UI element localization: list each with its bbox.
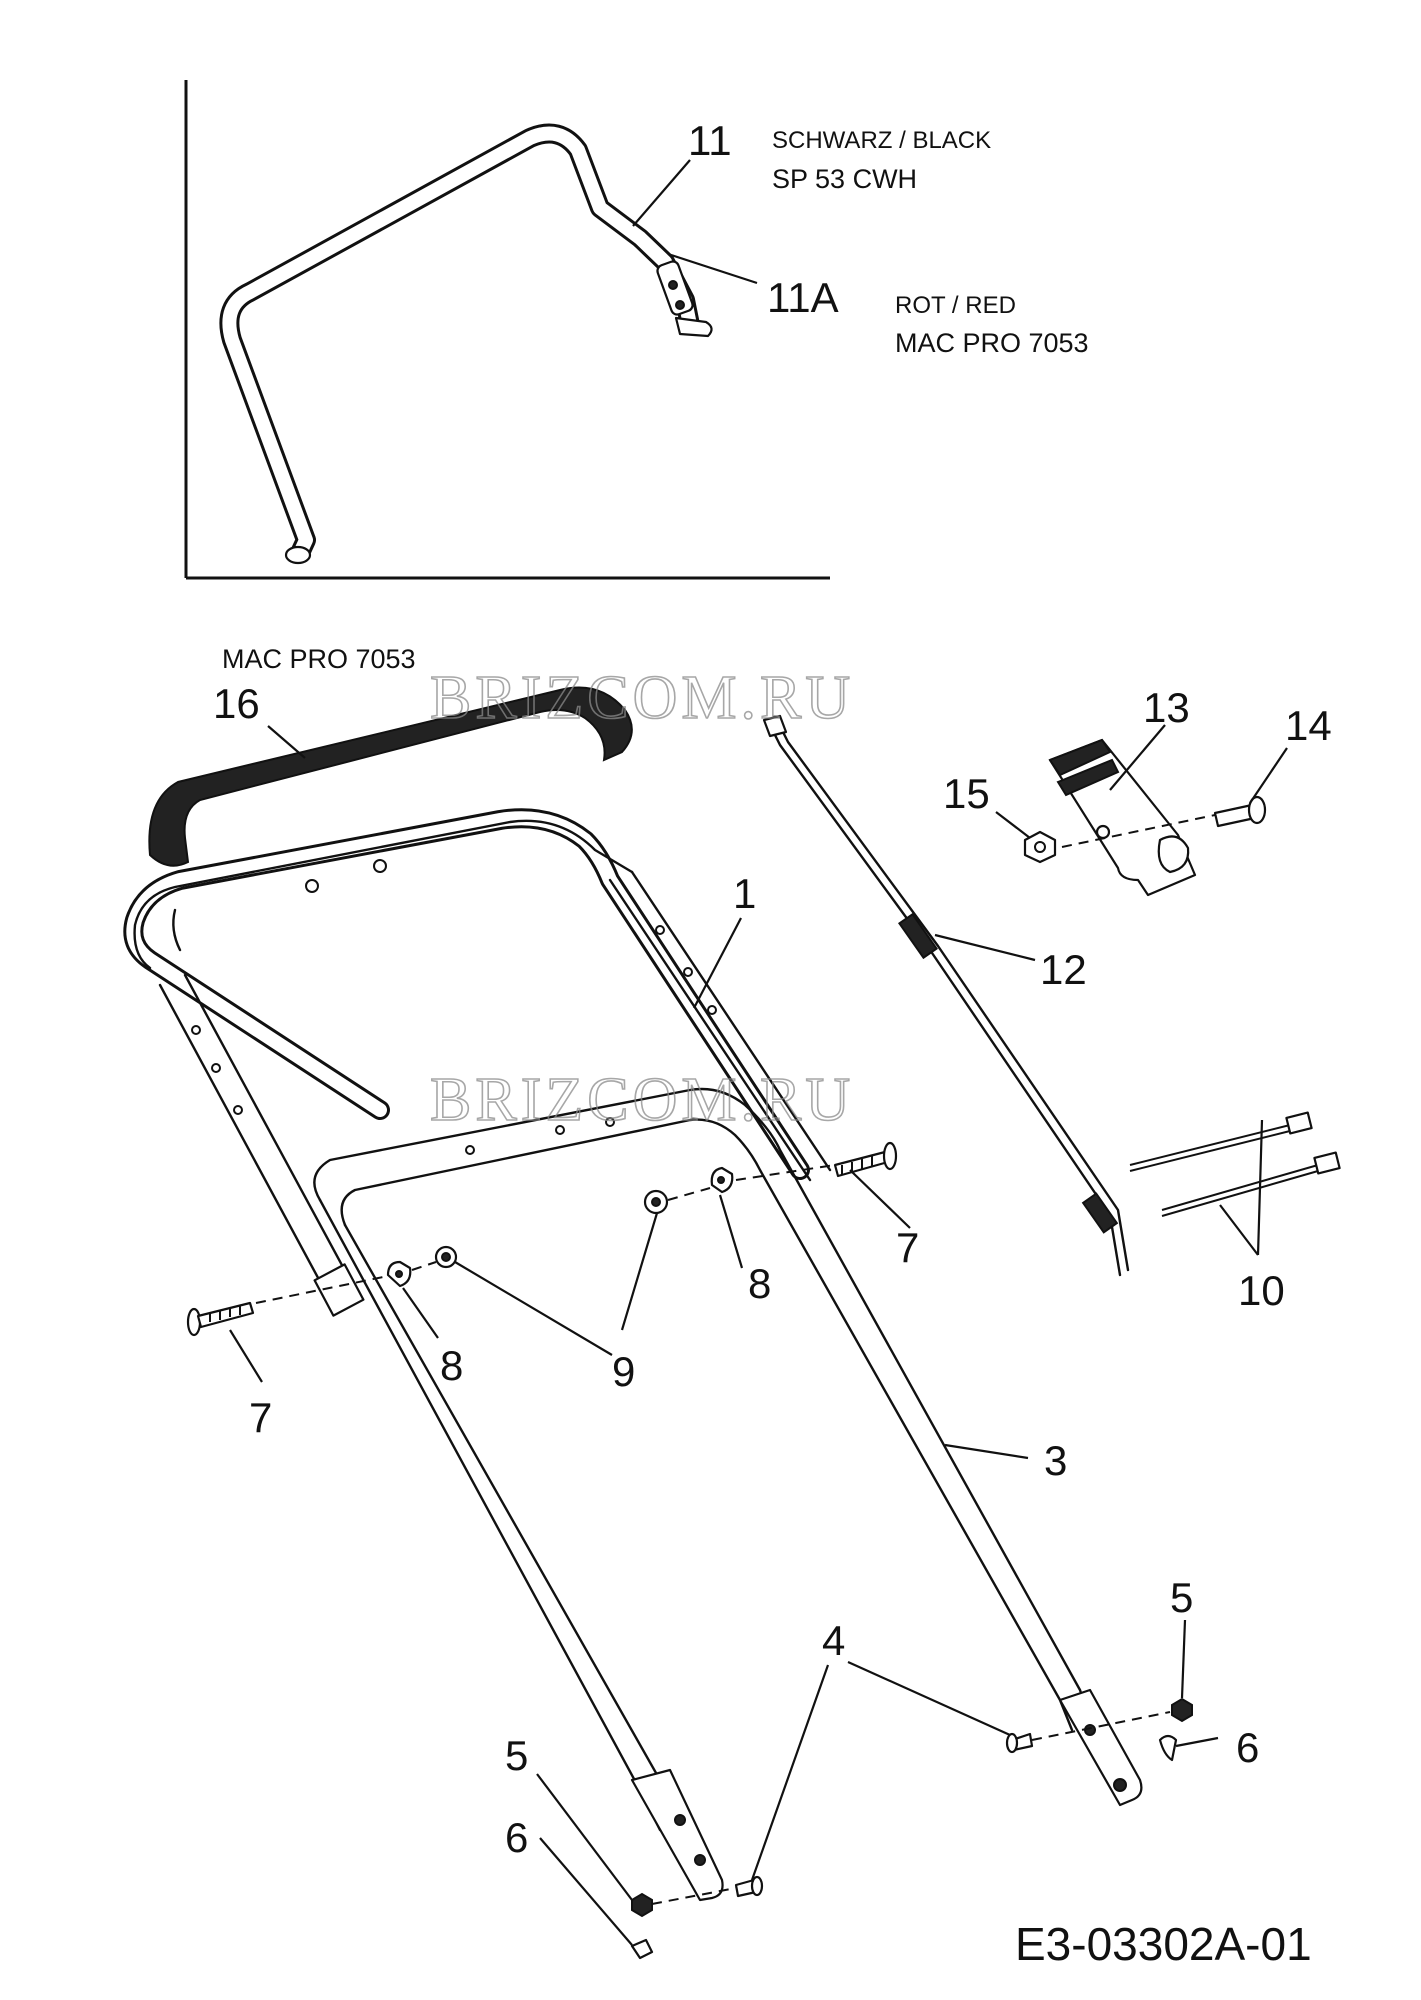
knob-nut-part-9-left <box>434 1245 458 1269</box>
callout-6-left: 6 <box>505 1814 528 1861</box>
callout-4: 4 <box>822 1617 845 1664</box>
clip-part-6-right <box>1158 1734 1178 1762</box>
assembly-line-4-left <box>651 1887 737 1905</box>
bail-bar-part-11 <box>219 123 713 565</box>
callout-14: 14 <box>1285 702 1332 749</box>
note-red-label: ROT / RED <box>895 292 1016 319</box>
callout-7-right: 7 <box>896 1224 919 1271</box>
upper-handle-part-1 <box>123 808 832 1317</box>
watermark-upper: BRIZCOM.RU <box>430 664 854 732</box>
callout-10: 10 <box>1238 1267 1285 1314</box>
callout-16: 16 <box>213 680 260 727</box>
bolt-part-4-right <box>1005 1732 1034 1754</box>
knob-nut-part-9-right <box>643 1189 669 1215</box>
watermark-middle: BRIZCOM.RU <box>430 1066 854 1134</box>
clamp-washer-part-8-left <box>386 1260 412 1288</box>
bottom-bracket-left <box>630 1768 724 1902</box>
nut-part-5-left <box>631 1892 653 1918</box>
callout-5-right: 5 <box>1170 1574 1193 1621</box>
bottom-bracket-right <box>1058 1688 1143 1807</box>
callout-8-left: 8 <box>440 1342 463 1389</box>
inset-frame <box>184 80 830 580</box>
assembly-line-13 <box>1061 814 1216 848</box>
leader-lines <box>229 159 1288 1946</box>
assembly-line-7-left <box>255 1261 437 1304</box>
note-black-model: SP 53 CWH <box>772 164 917 194</box>
callout-8-right: 8 <box>748 1260 771 1307</box>
drawing-code: E3-03302A-01 <box>1015 1918 1312 1970</box>
bolt-part-7-left <box>186 1301 255 1337</box>
assembly-line-4-right <box>1031 1711 1171 1741</box>
cable-guide-part-13 <box>1048 738 1197 897</box>
callout-15: 15 <box>943 770 990 817</box>
callout-7-left: 7 <box>249 1394 272 1441</box>
note-black-label: SCHWARZ / BLACK <box>772 127 991 154</box>
callouts: 11 11A 16 13 14 15 1 12 7 8 9 8 7 10 3 5… <box>213 117 1332 1861</box>
bolt-part-4-left <box>734 1875 764 1898</box>
bolt-part-14 <box>1213 795 1267 828</box>
cable-ties-part-10 <box>1129 1111 1341 1217</box>
callout-11a: 11A <box>767 274 839 321</box>
control-cable-part-12 <box>762 714 1130 1277</box>
assembly-line-7-right <box>667 1164 836 1201</box>
callout-5-left: 5 <box>505 1732 528 1779</box>
clamp-washer-part-8-right <box>710 1166 734 1194</box>
callout-1: 1 <box>733 870 756 917</box>
callout-13: 13 <box>1143 684 1190 731</box>
foam-grip-part-16 <box>148 686 633 867</box>
bolt-part-7-right <box>833 1141 898 1178</box>
callout-3: 3 <box>1044 1437 1067 1484</box>
callout-6-right: 6 <box>1236 1724 1259 1771</box>
callout-9: 9 <box>612 1348 635 1395</box>
callout-11: 11 <box>688 117 732 164</box>
clip-part-6-left <box>630 1938 654 1960</box>
callout-12: 12 <box>1040 946 1087 993</box>
note-red-model: MAC PRO 7053 <box>895 328 1089 358</box>
nut-part-5-right <box>1171 1697 1193 1723</box>
note-grip-model: MAC PRO 7053 <box>222 644 416 674</box>
nut-part-15 <box>1023 830 1057 864</box>
